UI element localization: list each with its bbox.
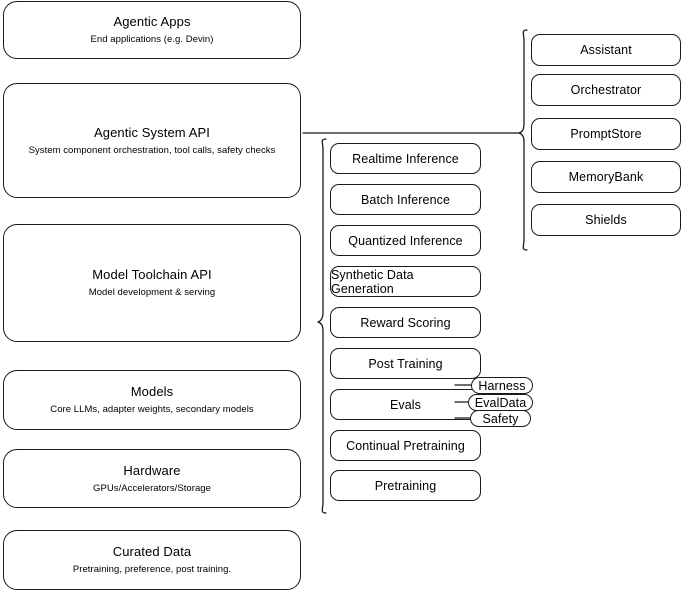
stack-layer-title: Curated Data [112, 544, 192, 559]
stack-layer-title: Agentic System API [94, 124, 210, 140]
capability-post-training[interactable]: Post Training [330, 348, 481, 379]
capability-label: Quantized Inference [348, 233, 463, 248]
capability-label: Evals [389, 397, 422, 412]
agentic-component-promptstore[interactable]: PromptStore [531, 118, 681, 150]
capability-evals[interactable]: Evals [330, 389, 481, 420]
stack-layer-model-toolchain-api[interactable]: Model Toolchain API Model development & … [3, 224, 301, 342]
stack-layer-agentic-apps[interactable]: Agentic Apps End applications (e.g. Devi… [3, 1, 301, 59]
stack-layer-models[interactable]: Models Core LLMs, adapter weights, secon… [3, 370, 301, 430]
capability-label: Realtime Inference [352, 151, 459, 166]
capability-label: Reward Scoring [360, 315, 451, 330]
stack-layer-title: Hardware [123, 462, 181, 478]
stack-layer-title: Agentic Apps [113, 14, 191, 29]
stack-layer-curated-data[interactable]: Curated Data Pretraining, preference, po… [3, 530, 301, 590]
capability-quantized-inference[interactable]: Quantized Inference [330, 225, 481, 256]
pill-label: EvalData [474, 395, 527, 410]
evals-subcomponent-safety[interactable]: Safety [470, 410, 531, 427]
bracket-toolchain-capabilities [317, 138, 327, 514]
stack-layer-title: Models [130, 384, 174, 399]
component-label: Assistant [580, 43, 632, 57]
capability-pretraining[interactable]: Pretraining [330, 470, 481, 501]
stack-layer-agentic-system-api[interactable]: Agentic System API System component orch… [3, 83, 301, 198]
pill-label: Safety [482, 411, 519, 426]
stack-layer-subtitle: GPUs/Accelerators/Storage [93, 482, 211, 494]
bracket-agentic-system-components [518, 29, 528, 251]
evals-subcomponent-evaldata[interactable]: EvalData [468, 394, 533, 411]
stack-layer-subtitle: Core LLMs, adapter weights, secondary mo… [50, 404, 254, 415]
stack-layer-subtitle: System component orchestration, tool cal… [28, 144, 276, 156]
capability-synthetic-data-generation[interactable]: Synthetic Data Generation [330, 266, 481, 297]
capability-realtime-inference[interactable]: Realtime Inference [330, 143, 481, 174]
agentic-component-orchestrator[interactable]: Orchestrator [531, 74, 681, 106]
component-label: Shields [585, 213, 627, 227]
capability-reward-scoring[interactable]: Reward Scoring [330, 307, 481, 338]
capability-label: Continual Pretraining [346, 438, 465, 453]
evals-subcomponent-harness[interactable]: Harness [471, 377, 533, 394]
stack-layer-subtitle: Model development & serving [88, 287, 216, 298]
capability-label: Synthetic Data Generation [331, 267, 414, 296]
stack-layer-hardware[interactable]: Hardware GPUs/Accelerators/Storage [3, 449, 301, 508]
capability-label: Post Training [368, 356, 443, 371]
stack-layer-title: Model Toolchain API [92, 267, 212, 282]
component-label: MemoryBank [568, 170, 644, 184]
component-label: Orchestrator [570, 83, 642, 97]
capability-continual-pretraining[interactable]: Continual Pretraining [330, 430, 481, 461]
capability-batch-inference[interactable]: Batch Inference [330, 184, 481, 215]
agentic-component-assistant[interactable]: Assistant [531, 34, 681, 66]
stack-layer-subtitle: End applications (e.g. Devin) [90, 34, 214, 45]
agentic-component-memorybank[interactable]: MemoryBank [531, 161, 681, 193]
pill-label: Harness [478, 378, 526, 393]
capability-label: Batch Inference [360, 192, 451, 207]
stack-layer-subtitle: Pretraining, preference, post training. [72, 564, 232, 575]
agentic-component-shields[interactable]: Shields [531, 204, 681, 236]
component-label: PromptStore [570, 127, 642, 141]
capability-label: Pretraining [374, 478, 437, 493]
